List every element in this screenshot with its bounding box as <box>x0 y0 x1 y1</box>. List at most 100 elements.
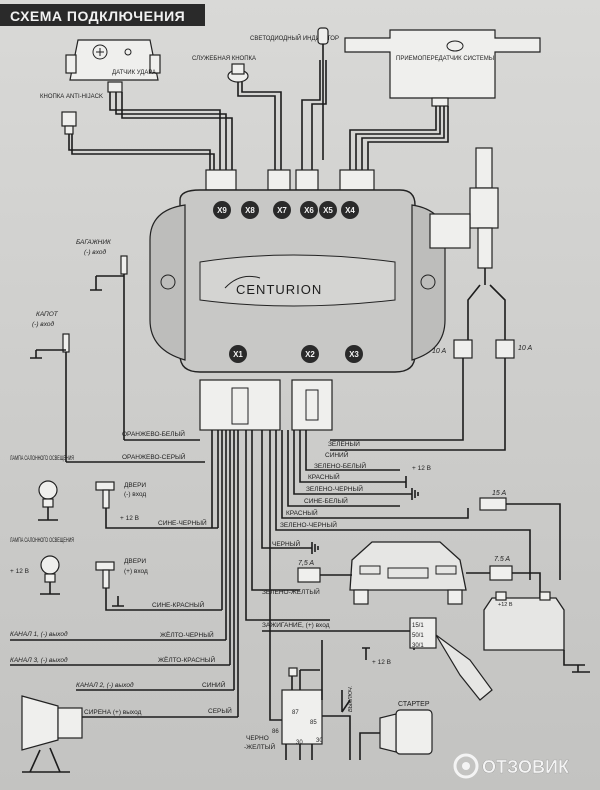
fuse-15a-label: 15 A <box>492 490 506 497</box>
relay-30-label: 30 <box>296 740 303 746</box>
door-switch-1-icon <box>95 481 218 529</box>
trunk-input-label: (-) вход <box>84 248 106 256</box>
service-button-icon <box>227 63 249 83</box>
plus12-1-label: + 12 В <box>120 515 139 522</box>
antihijack-button-icon <box>61 111 77 135</box>
wire-green-black-label: ЗЕЛЕНО-ЧЕРНЫЙ <box>306 484 363 493</box>
antihijack-label: КНОПКА ANTI-HIJACK <box>40 94 103 100</box>
relay-87-label: 87 <box>292 710 299 716</box>
car-icon <box>349 541 467 605</box>
cabin-lamp-2-label: ЛАМПА САЛОННОГО ОСВЕЩЕНИЯ <box>10 537 74 544</box>
wire-green-yellow-label: ЗЕЛЕНО-ЖЕЛТЫЙ <box>262 587 320 596</box>
wire-to-car-right <box>466 572 541 600</box>
doors-minus-label: ДВЕРИ <box>124 482 146 489</box>
led-icon <box>317 27 329 160</box>
ch1-label: КАНАЛ 1, (-) выход <box>10 630 68 638</box>
lamp-2-icon <box>40 555 60 595</box>
connector-label-x1: X1 <box>233 350 243 359</box>
fuse-15a-icon <box>479 497 561 580</box>
trunk-switch-icon <box>90 255 128 440</box>
wire-blue-red-label: СИНЕ-КРАСНЫЙ <box>152 600 205 609</box>
siren-icon <box>21 695 83 773</box>
wire-black-yellow-label-1: ЧЕРНО <box>246 735 269 742</box>
fuse-10a-right-label: 10 A <box>518 345 532 352</box>
ignition-label: ЗАЖИГАНИЕ, (+) вход <box>262 622 330 629</box>
fuse-7-5a-left-label: 7,5 A <box>298 560 314 567</box>
bottom-plugs <box>199 379 333 431</box>
relay-85-label: 85 <box>310 720 317 726</box>
shock-sensor <box>65 39 161 93</box>
wire-yellow-red-label: ЖЁЛТО-КРАСНЫЙ <box>158 655 216 664</box>
connector-label-x9: X9 <box>217 206 227 215</box>
clutch-switch-icon <box>341 690 351 713</box>
doors-minus-input-label: (-) вход <box>124 491 146 498</box>
connector-badge-x4 <box>341 201 359 219</box>
connector-badge-x1 <box>229 345 247 363</box>
watermark-text: ОТЗОВИК <box>482 757 570 777</box>
led-label: СВЕТОДИОДНЫЙ ИНДИКАТОР <box>250 34 339 42</box>
ground-icons <box>302 476 419 554</box>
fuse-7-5a-right-icon <box>489 565 513 581</box>
fuse-7-5a-right-label: 7.5 A <box>494 556 510 563</box>
wire-blue-label: СИНИЙ <box>325 450 349 459</box>
wire-yellow-black-label: ЖЁЛТО-ЧЕРНЫЙ <box>160 630 214 639</box>
transceiver-label: ПРИЕМОПЕРЕДАТЧИК СИСТЕМЫ <box>396 56 494 62</box>
connector-badge-x8 <box>241 201 259 219</box>
trunk-label: БАГАЖНИК <box>76 239 112 246</box>
starter-label: СТАРТЕР <box>398 701 430 708</box>
watermark <box>453 753 479 779</box>
connector-badge-x3 <box>345 345 363 363</box>
fuse-10a-left-label: 10 A <box>432 348 446 355</box>
connector-badge-x9 <box>213 201 231 219</box>
connector-badge-x7 <box>273 201 291 219</box>
plus12-3-label: + 12 В <box>412 465 431 472</box>
lamp-1-icon <box>38 480 58 521</box>
alarm-module <box>149 189 446 373</box>
top-plugs <box>205 169 375 191</box>
shock-sensor-label: ДАТЧИК УДАРА <box>112 70 156 76</box>
wire-black-label: ЧЕРНЫЙ <box>272 539 300 548</box>
connector-badge-x6 <box>300 201 318 219</box>
wire-green-path <box>330 358 464 441</box>
ignition-switch-icon <box>409 617 493 701</box>
relay-30-bottom-label: 30 <box>316 738 323 744</box>
hood-switch-icon <box>30 333 70 462</box>
transceiver <box>344 29 541 107</box>
wire-orange-white-label: ОРАНЖЕВО-БЕЛЫЙ <box>122 429 185 438</box>
hood-input-label: (-) вход <box>32 320 54 328</box>
cabin-lamp-1-label-line: ЛАМПА САЛОННОГО ОСВЕЩЕНИЯ <box>10 455 74 462</box>
plus12-4-label: + 12 В <box>372 659 391 666</box>
wire-blue-path <box>330 358 506 451</box>
wire-blue-black-label: СИНЕ-ЧЕРНЫЙ <box>158 518 207 527</box>
wire-green-white-label: ЗЕЛЕНО-БЕЛЫЙ <box>314 461 366 470</box>
door-lock-actuator <box>429 147 506 340</box>
starter-icon <box>359 709 433 760</box>
relay-86-label: 86 <box>272 729 279 735</box>
title-bar <box>0 4 205 26</box>
wire-red-label: КРАСНЫЙ <box>308 472 340 481</box>
wire-blue2-label: СИНИЙ <box>202 680 226 689</box>
connector-label-x4: X4 <box>345 206 355 215</box>
ch2-label: КАНАЛ 2, (-) выход <box>76 681 134 689</box>
connector-label-x2: X2 <box>305 350 315 359</box>
doors-plus-input-label: (+) вход <box>124 568 148 575</box>
brand-name: CENTURION <box>236 282 322 297</box>
top-harness <box>68 60 449 170</box>
plus12-4-wire <box>362 647 370 660</box>
wire-gray-label: СЕРЫЙ <box>208 706 232 715</box>
connector-label-x8: X8 <box>245 206 255 215</box>
fuse-7-5a-left-icon <box>297 567 321 583</box>
plus12-2-label: + 12 В <box>10 568 29 575</box>
service-button-label: СЛУЖЕБНАЯ КНОПКА <box>192 56 256 62</box>
clutch-label: ВЫКЛЮЧ. <box>348 686 354 712</box>
wire-green-label: ЗЕЛЕНЫЙ <box>328 439 360 448</box>
wire-green-black2-label: ЗЕЛЕНО-ЧЕРНЫЙ <box>280 520 337 529</box>
battery-icon <box>483 591 590 673</box>
doors-plus-label: ДВЕРИ <box>124 558 146 565</box>
wire-red2-label: КРАСНЫЙ <box>286 508 318 517</box>
fuse-10a-right-icon <box>495 339 515 359</box>
wire-blue-white-label: СИНЕ-БЕЛЫЙ <box>304 496 348 505</box>
